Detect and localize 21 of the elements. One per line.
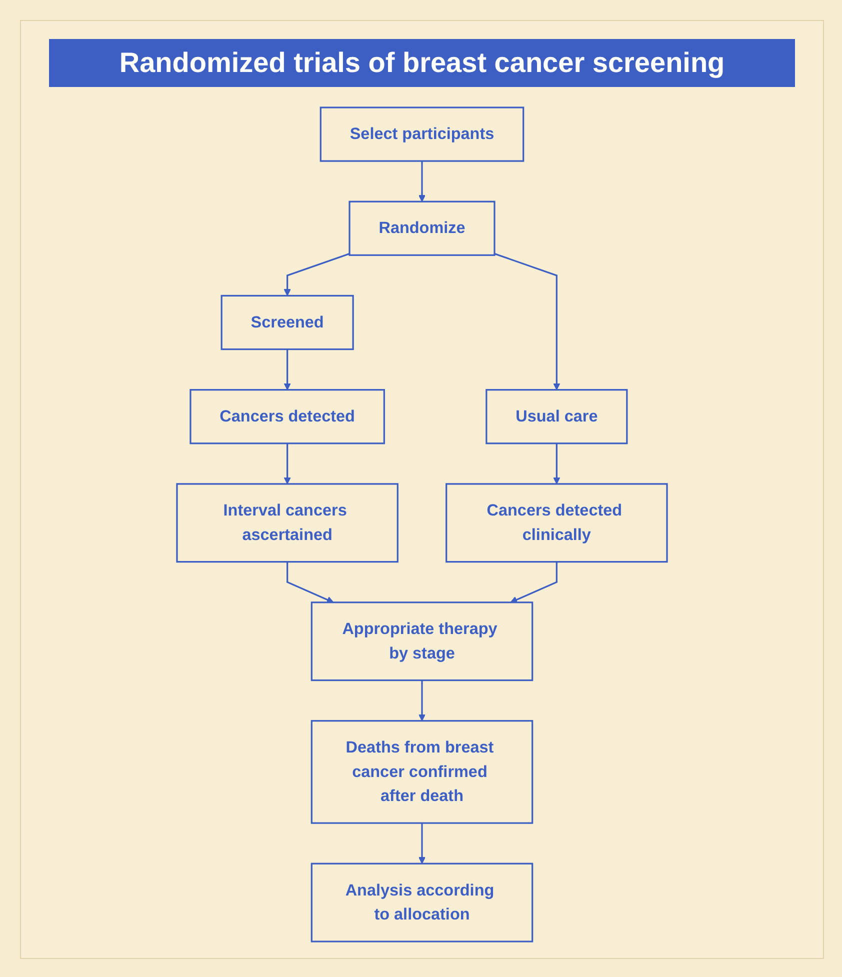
arrow (494, 252, 560, 390)
arrow (418, 161, 426, 202)
arrow (510, 562, 558, 604)
node-box: Randomize (348, 200, 496, 256)
node-box: Deaths from breast cancer confirmed after death (310, 720, 534, 824)
arrow (284, 252, 350, 296)
title-banner: Randomized trials of breast cancer screening (49, 39, 795, 87)
node-box: Cancers detected clinically (446, 483, 668, 563)
arrow (418, 823, 426, 864)
node-box: Select participants (320, 106, 524, 162)
node-box: Cancers detected (190, 389, 385, 444)
arrow (286, 562, 334, 604)
node-box: Screened (220, 294, 354, 350)
node-box: Usual care (486, 389, 628, 444)
node-box: Analysis according to allocation (310, 862, 534, 942)
arrow (284, 349, 291, 390)
arrow (284, 443, 291, 484)
node-box: Interval cancers ascertained (176, 483, 398, 563)
node-box: Appropriate therapy by stage (310, 602, 534, 682)
arrow (418, 680, 426, 722)
arrow (553, 443, 560, 484)
